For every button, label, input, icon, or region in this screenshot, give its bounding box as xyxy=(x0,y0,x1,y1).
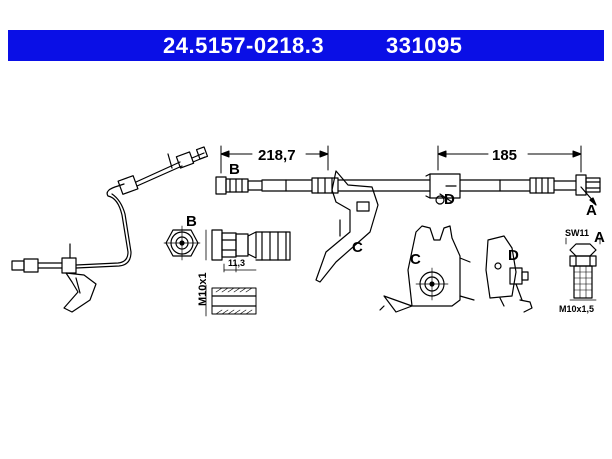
drawing-labels: 218,7 185 B A D C B C D A 11,3 SW11 M10x… xyxy=(186,147,605,314)
dim-wrench-size: SW11 xyxy=(565,228,589,238)
title-banner: 24.5157-0218.3 331095 xyxy=(8,30,604,61)
dimension-lines xyxy=(220,145,582,174)
detail-b xyxy=(163,225,291,317)
label-c-main: C xyxy=(352,239,363,256)
dim-length-left: 218,7 xyxy=(258,147,296,164)
label-d-main: D xyxy=(444,191,455,208)
reference-number: 331095 xyxy=(386,33,463,58)
detail-c xyxy=(379,225,475,313)
dim-thread-b: M10x1 xyxy=(197,272,209,306)
installation-view xyxy=(11,146,209,313)
main-hose xyxy=(215,170,601,283)
dim-length-right: 185 xyxy=(492,147,517,164)
detail-d xyxy=(485,235,533,313)
label-a-main: A xyxy=(586,202,597,219)
label-a-detail: A xyxy=(594,229,605,246)
label-b-main: B xyxy=(229,161,240,178)
label-b-detail: B xyxy=(186,213,197,230)
detail-a xyxy=(565,237,601,301)
label-d-detail: D xyxy=(508,247,519,264)
label-c-detail: C xyxy=(410,251,421,268)
dim-thread-a: M10x1,5 xyxy=(559,304,594,314)
part-number: 24.5157-0218.3 xyxy=(163,33,325,58)
dim-hex-depth: 11,3 xyxy=(228,258,245,268)
